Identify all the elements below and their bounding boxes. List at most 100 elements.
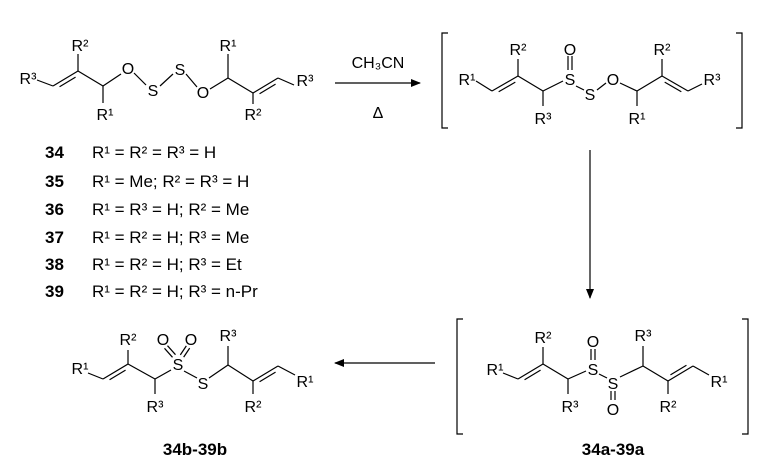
single-bond [598, 373, 608, 379]
single-bond [619, 365, 644, 378]
atom-label-r3: R³ [562, 399, 580, 416]
atom-label-o: O [185, 332, 197, 349]
single-bond [154, 369, 172, 380]
single-bond [692, 365, 710, 376]
atom-label-r3: R³ [297, 73, 315, 90]
atom-label-r3: R³ [704, 72, 722, 89]
atom-label-s: S [585, 87, 596, 104]
bracket-right-bottom [742, 318, 749, 435]
substituent-definition: R¹ = R² = R³ = H [92, 143, 217, 162]
double-bond [491, 75, 519, 92]
atom-label-s: S [608, 376, 619, 393]
atom-label-r3: R³ [20, 71, 38, 88]
compound-number: 35 [45, 172, 64, 191]
atom-label-r2: R² [245, 399, 263, 416]
compound-number: 37 [45, 228, 64, 247]
substituent-row-36: 36 R¹ = R³ = H; R² = Me [45, 199, 249, 221]
product-label: 34b-39b [162, 440, 228, 459]
atom-label-o: O [564, 42, 576, 59]
single-bond [475, 80, 493, 92]
atom-label-r2: R² [120, 332, 138, 349]
single-bond [502, 372, 519, 380]
atom-label-r1: R¹ [629, 111, 646, 128]
single-bond [183, 370, 198, 379]
atom-label-o: O [122, 61, 134, 78]
single-bond [185, 73, 198, 88]
solvent-label: CH₃CN [352, 55, 405, 72]
atom-label-s: S [173, 357, 184, 374]
substituent-row-38: 38 R¹ = R² = H; R³ = Et [45, 254, 242, 276]
single-bond [542, 363, 569, 380]
single-bond [209, 77, 229, 90]
single-bond [517, 75, 544, 92]
bracket-left-bottom [456, 318, 463, 435]
atom-label-r1: R¹ [487, 362, 504, 379]
atom-label-o: O [157, 332, 169, 349]
atom-label-o: O [607, 402, 619, 419]
substituent-row-35: 35 R¹ = Me; R² = R³ = H [45, 171, 249, 193]
single-bond [542, 80, 564, 92]
compound-number: 39 [45, 282, 64, 301]
substituent-definition: R¹ = R² = H; R³ = n-Pr [92, 282, 258, 301]
compound-number: 38 [45, 255, 64, 274]
atom-label-r3: R³ [635, 328, 653, 345]
single-bond [227, 364, 254, 382]
atom-label-r2: R² [72, 38, 90, 55]
double-bond [661, 75, 689, 92]
substituent-row-37: 37 R¹ = R² = H; R³ = Me [45, 227, 249, 249]
atom-label-s: S [148, 83, 159, 100]
double-bond-inner [670, 364, 687, 376]
substituent-definition: R¹ = R³ = H; R² = Me [92, 200, 250, 219]
atom-label-r1: R¹ [297, 374, 314, 391]
atom-label-r2: R² [535, 330, 553, 347]
substituent-row-39: 39 R¹ = R² = H; R³ = n-Pr [45, 281, 258, 303]
double-bond [179, 345, 187, 356]
single-bond [636, 75, 663, 92]
substituent-row-34: 34 R¹ = R² = R³ = H [45, 142, 216, 164]
atom-label-r2: R² [660, 399, 678, 416]
substituent-definition: R¹ = Me; R² = R³ = H [92, 172, 250, 191]
substituent-definition: R¹ = R² = H; R³ = Me [92, 228, 250, 247]
double-bond [52, 70, 79, 87]
double-bond [252, 365, 279, 382]
single-bond [87, 372, 104, 380]
double-bond-inner [524, 369, 541, 381]
double-bond [164, 347, 173, 358]
double-bond [252, 77, 279, 94]
single-bond [567, 370, 587, 380]
double-bond [167, 345, 176, 356]
single-bond [277, 77, 295, 86]
double-bond [183, 347, 191, 358]
atom-label-r1: R¹ [220, 38, 237, 55]
single-bond [619, 82, 638, 92]
double-bond-inner [59, 76, 76, 88]
atom-label-o: O [197, 85, 209, 102]
heat-symbol: Δ [373, 105, 384, 122]
double-bond-inner [109, 369, 126, 381]
atom-label-r2: R² [510, 42, 528, 59]
single-bond [277, 365, 296, 376]
atom-label-r2: R² [654, 42, 672, 59]
atom-label-o: O [607, 72, 619, 89]
substituent-definition: R¹ = R² = H; R³ = Et [92, 255, 242, 274]
double-bond [517, 363, 544, 380]
double-bond [667, 365, 694, 382]
atom-label-s: S [588, 362, 599, 379]
single-bond [642, 365, 669, 382]
compound-number: 34 [45, 143, 64, 162]
atom-label-r1: R¹ [72, 361, 89, 378]
double-bond-inner [259, 371, 276, 383]
compound-number: 36 [45, 200, 64, 219]
double-bond-inner [498, 81, 516, 93]
atom-label-s: S [565, 72, 576, 89]
atom-label-s: S [198, 376, 209, 393]
double-bond-inner [259, 83, 276, 95]
single-bond [36, 79, 54, 87]
single-bond [133, 72, 147, 86]
bracket-left-top [441, 32, 448, 129]
single-bond [102, 73, 122, 87]
single-bond [575, 85, 585, 91]
atom-label-r3: R³ [535, 111, 553, 128]
single-bond [159, 73, 174, 87]
